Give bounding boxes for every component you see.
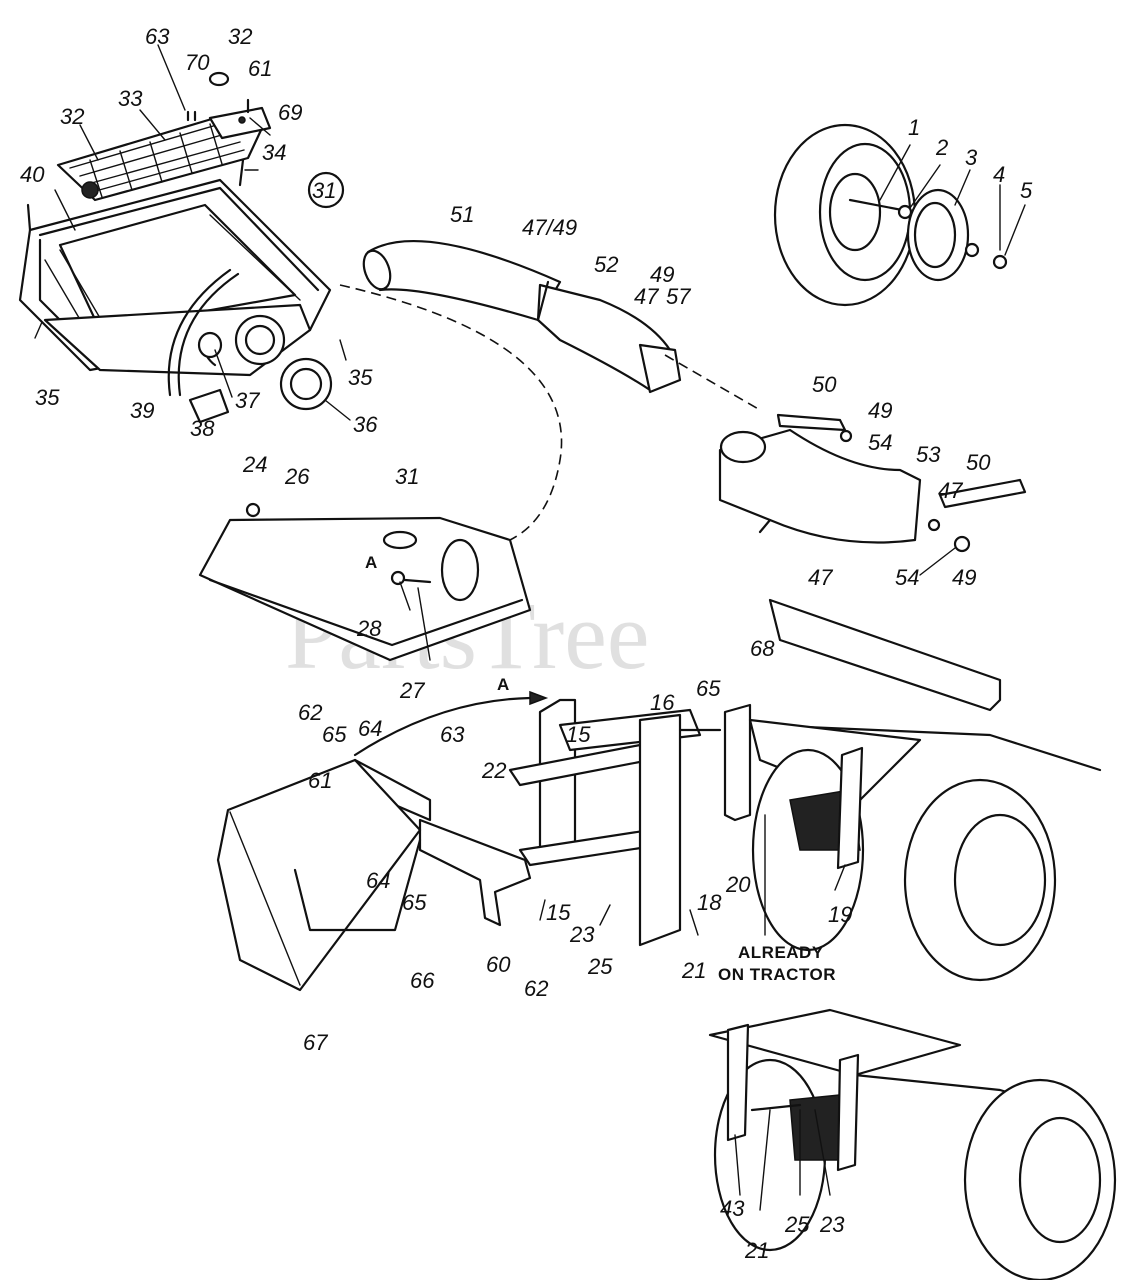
- grass-bag-67[interactable]: [216, 758, 422, 992]
- callout-4[interactable]: 4: [993, 162, 1005, 187]
- callout-15[interactable]: 15: [566, 722, 591, 747]
- callout-69[interactable]: 69: [278, 100, 302, 125]
- callout-1[interactable]: 1: [908, 115, 920, 140]
- tube-51[interactable]: [359, 240, 562, 322]
- callout-22[interactable]: 22: [481, 758, 506, 783]
- circle-31: [307, 171, 345, 209]
- callout-65[interactable]: 65: [696, 676, 721, 701]
- callout-40[interactable]: 40: [20, 162, 45, 187]
- tube-52[interactable]: [536, 280, 682, 394]
- chute-53[interactable]: [718, 428, 922, 544]
- callout-61[interactable]: 61: [308, 768, 332, 793]
- callout-47[interactable]: 47: [938, 478, 963, 503]
- leader-lines: [54, 44, 1026, 1211]
- callout-60[interactable]: 60: [486, 952, 511, 977]
- callout-51[interactable]: 51: [450, 202, 474, 227]
- callout-23[interactable]: 23: [569, 922, 595, 947]
- callout-50[interactable]: 50: [966, 450, 991, 475]
- callout-68[interactable]: 68: [750, 636, 775, 661]
- callout-33[interactable]: 33: [118, 86, 143, 111]
- note-on-tractor: ON TRACTOR: [718, 965, 836, 984]
- callout-38[interactable]: 38: [190, 416, 215, 441]
- bag-mount-60[interactable]: [353, 758, 532, 927]
- callout-49[interactable]: 49: [650, 262, 674, 287]
- callout-49[interactable]: 49: [868, 398, 892, 423]
- callout-27[interactable]: 27: [399, 678, 425, 703]
- latch-38[interactable]: [188, 388, 230, 424]
- callout-65[interactable]: 65: [402, 890, 427, 915]
- callout-32[interactable]: 32: [60, 104, 84, 129]
- fasteners-top[interactable]: [186, 71, 250, 122]
- callout-25[interactable]: 25: [587, 954, 613, 979]
- callout-21[interactable]: 21: [744, 1238, 769, 1263]
- callout-36[interactable]: 36: [353, 412, 378, 437]
- bag-screen-33[interactable]: [56, 116, 264, 202]
- callout-5[interactable]: 5: [1020, 178, 1033, 203]
- callout-54[interactable]: 54: [895, 565, 919, 590]
- callout-26[interactable]: 26: [284, 464, 310, 489]
- callout-54[interactable]: 54: [868, 430, 892, 455]
- callout-47[interactable]: 47: [634, 284, 659, 309]
- tractor-rear-inset[interactable]: [708, 1008, 1117, 1282]
- callout-50[interactable]: 50: [812, 372, 837, 397]
- callout-31[interactable]: 31: [395, 464, 419, 489]
- callout-19[interactable]: 19: [828, 902, 852, 927]
- flange-36[interactable]: [279, 357, 333, 411]
- route-dashed-b: [664, 354, 761, 411]
- callout-49[interactable]: 49: [952, 565, 976, 590]
- callout-15[interactable]: 15: [546, 900, 571, 925]
- hitch-frame[interactable]: [508, 698, 752, 947]
- callout-25[interactable]: 25: [784, 1212, 810, 1237]
- callout-34[interactable]: 34: [262, 140, 286, 165]
- bracket-69[interactable]: [208, 106, 272, 140]
- callout-66[interactable]: 66: [410, 968, 435, 993]
- callout-37[interactable]: 37: [235, 388, 260, 413]
- callout-35[interactable]: 35: [348, 365, 373, 390]
- callout-43[interactable]: 43: [720, 1196, 745, 1221]
- callout-18[interactable]: 18: [697, 890, 722, 915]
- callout-47-49[interactable]: 47/49: [522, 215, 577, 240]
- ref-a-hitch: A: [497, 675, 510, 694]
- tractor-rear-main[interactable]: [748, 598, 1102, 982]
- route-dashed-a: [339, 284, 563, 541]
- callout-16[interactable]: 16: [650, 690, 675, 715]
- callout-62[interactable]: 62: [524, 976, 548, 1001]
- callout-62[interactable]: 62: [298, 700, 322, 725]
- callout-28[interactable]: 28: [356, 616, 382, 641]
- callout-23[interactable]: 23: [819, 1212, 845, 1237]
- callout-57[interactable]: 57: [666, 284, 691, 309]
- callout-47[interactable]: 47: [808, 565, 833, 590]
- callout-3[interactable]: 3: [965, 145, 978, 170]
- callout-53[interactable]: 53: [916, 442, 941, 467]
- callout-39[interactable]: 39: [130, 398, 154, 423]
- callout-63[interactable]: 63: [440, 722, 465, 747]
- note-already: ALREADY: [738, 943, 824, 962]
- handle-strap[interactable]: [167, 268, 240, 397]
- callout-61[interactable]: 61: [248, 56, 272, 81]
- callout-24[interactable]: 24: [242, 452, 267, 477]
- arrow-a: [353, 696, 532, 757]
- callout-52[interactable]: 52: [594, 252, 618, 277]
- callout-70[interactable]: 70: [185, 50, 210, 75]
- callout-32[interactable]: 32: [228, 24, 252, 49]
- deck-cover-31[interactable]: [198, 502, 532, 662]
- callout-20[interactable]: 20: [725, 872, 751, 897]
- callout-63[interactable]: 63: [145, 24, 170, 49]
- callout-21[interactable]: 21: [681, 958, 706, 983]
- callout-35[interactable]: 35: [35, 385, 60, 410]
- wheel-hub-assembly[interactable]: [773, 123, 1008, 307]
- callout-65[interactable]: 65: [322, 722, 347, 747]
- callout-31[interactable]: 31: [312, 178, 336, 203]
- ref-a-cover: A: [365, 553, 378, 572]
- callout-2[interactable]: 2: [935, 135, 948, 160]
- callout-64[interactable]: 64: [366, 868, 390, 893]
- callout-67[interactable]: 67: [303, 1030, 328, 1055]
- callout-labels: 63 70 32 61 33 32 69 34 40 31 35 35 37 3…: [20, 24, 1033, 1263]
- clamps-50[interactable]: [776, 413, 1027, 553]
- callout-64[interactable]: 64: [358, 716, 382, 741]
